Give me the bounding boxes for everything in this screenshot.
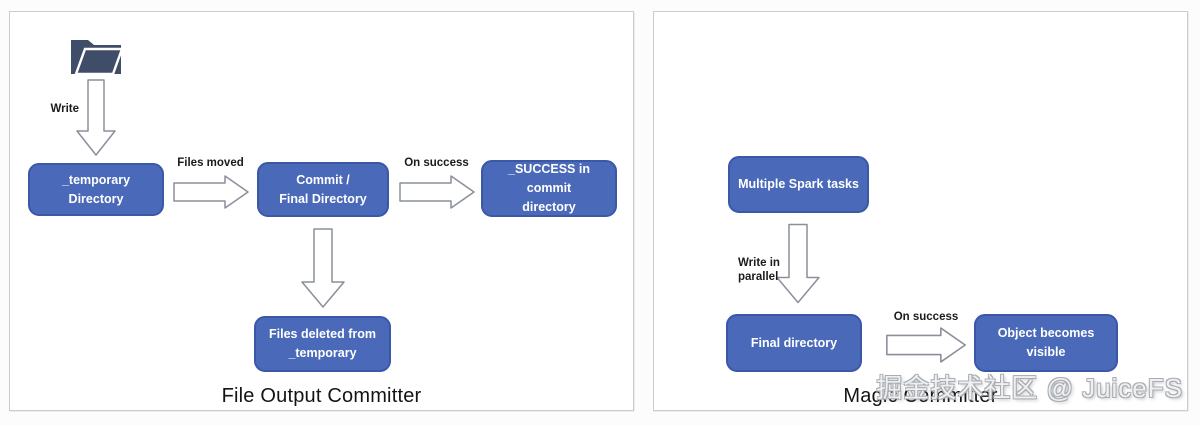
node-multiple-spark-tasks: Multiple Spark tasks — [728, 156, 869, 213]
right-arrow-icon — [399, 175, 475, 209]
file-output-committer-panel: Write _temporary Directory Files moved C… — [9, 11, 634, 411]
on-success-label: On success — [404, 157, 469, 169]
left-diagram-caption: File Output Committer — [221, 385, 422, 407]
down-arrow-icon — [76, 79, 116, 156]
on-success-label: On success — [893, 311, 959, 323]
right-diagram-caption: Magic Committer — [843, 385, 998, 407]
write-label: Write — [50, 103, 79, 115]
down-arrow-icon — [301, 228, 345, 308]
node-final-directory: Final directory — [726, 314, 862, 372]
open-folder-icon — [71, 40, 124, 76]
node-commit-final-directory: Commit / Final Directory — [257, 162, 389, 217]
files-moved-label: Files moved — [177, 157, 244, 169]
write-in-parallel-label: Write in parallel — [738, 257, 780, 283]
node-files-deleted-from-temporary: Files deleted from _temporary — [254, 316, 391, 372]
node-success-in-commit-directory: _SUCCESS in commit directory — [481, 160, 617, 217]
right-arrow-icon — [886, 327, 966, 363]
juicefs-watermark: 掘金技术社区 @ JuiceFS — [876, 373, 1183, 403]
magic-committer-panel: Multiple Spark tasks Write in parallel F… — [653, 11, 1188, 411]
right-arrow-icon — [173, 175, 249, 209]
node-object-becomes-visible: Object becomes visible — [974, 314, 1118, 372]
node-temporary-directory: _temporary Directory — [28, 163, 164, 216]
down-arrow-icon — [776, 223, 820, 304]
